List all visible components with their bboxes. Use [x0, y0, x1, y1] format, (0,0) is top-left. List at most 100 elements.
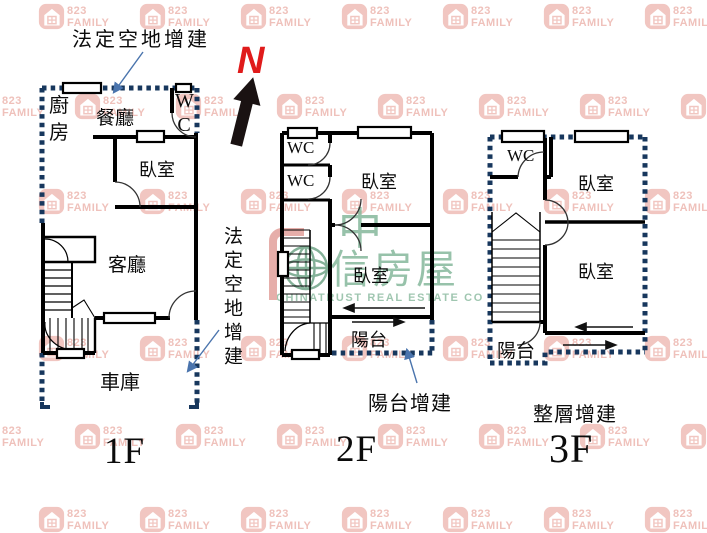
floor-label-2f: 2F: [336, 429, 378, 470]
family-house-icon: [579, 423, 606, 450]
family-house-icon: [139, 335, 166, 362]
windows-1f: [55, 81, 193, 360]
direction-arrows-3f: [563, 321, 633, 351]
family-house-icon: [377, 93, 404, 120]
family-house-icon: [175, 423, 202, 450]
floor-2f-plan: [276, 125, 435, 361]
family-house-icon: [579, 93, 606, 120]
family-house-icon: [680, 423, 707, 450]
annotation-arrows: [112, 51, 418, 384]
boundary-1f: [39, 85, 200, 404]
family-house-icon: [442, 335, 469, 362]
floor-label-1f: 1F: [104, 431, 146, 472]
stairs-2f: [284, 229, 330, 353]
room-bedroom-front-2f: 臥室: [361, 172, 397, 192]
room-bedroom-rear-2f: 臥室: [353, 266, 389, 286]
family-house-icon: [644, 335, 671, 362]
family-house-icon: [644, 188, 671, 215]
family-house-icon: [276, 423, 303, 450]
doors-3f: [516, 151, 569, 346]
room-wc-lower-2f: WC: [287, 171, 315, 190]
stairs-1f: [43, 235, 97, 353]
family-house-icon: [139, 3, 166, 30]
family-house-icon: [543, 335, 570, 362]
boundary-2f-balcony: [332, 320, 435, 356]
room-wc-1f: WC: [175, 90, 194, 136]
room-balcony-3f: 陽台: [497, 341, 536, 362]
room-garage-1f: 車庫: [100, 372, 140, 394]
doors-1f: [114, 112, 197, 319]
north-arrow-icon: [230, 77, 261, 147]
family-house-icon: [478, 423, 505, 450]
room-living-1f: 客廳: [108, 255, 147, 276]
room-wc-3f: WC: [507, 146, 535, 165]
stairs-3f: [491, 212, 541, 324]
family-house-icon: [644, 3, 671, 30]
floor-label-3f: 3F: [549, 426, 594, 471]
family-house-icon: [74, 93, 101, 120]
room-balcony-2f: 陽台: [351, 330, 387, 350]
room-bedroom-1f: 臥室: [139, 160, 175, 180]
room-wc-upper-2f: WC: [287, 138, 315, 157]
family-house-icon: [377, 423, 404, 450]
legal-open-space-note-side: 法定空地增建: [221, 226, 242, 370]
legal-open-space-note-top: 法定空地增建: [72, 29, 210, 51]
balcony-addition-note: 陽台增建: [368, 393, 452, 415]
family-house-icon: [240, 188, 267, 215]
family-house-icon: [478, 93, 505, 120]
agency-chars-bottom: 信房屋: [330, 247, 459, 292]
floor-3f-plan: [487, 129, 648, 366]
doors-2f: [307, 142, 362, 252]
family-house-icon: [341, 188, 368, 215]
room-dining-1f: 餐廳: [96, 108, 135, 129]
family-house-icon: [543, 3, 570, 30]
family-house-icon: [680, 93, 707, 120]
north-label: N: [237, 40, 265, 82]
room-bedroom-front-3f: 臥室: [578, 174, 614, 194]
room-kitchen-1f: 廚房: [49, 95, 69, 144]
family-house-icon: [240, 335, 267, 362]
family-house-icon: [442, 188, 469, 215]
family-house-icon: [74, 423, 101, 450]
family-house-icon: [240, 3, 267, 30]
family-house-icon: [442, 3, 469, 30]
room-bedroom-rear-3f: 臥室: [578, 262, 614, 282]
family-house-icon: [38, 3, 65, 30]
full-floor-addition-note: 整層增建: [533, 404, 617, 426]
family-house-icon: [341, 3, 368, 30]
floorplan-linework: [39, 51, 648, 409]
windows-3f: [500, 129, 630, 144]
direction-arrows-2f: [342, 302, 425, 328]
family-house-icon: [276, 93, 303, 120]
family-house-icon: [38, 188, 65, 215]
